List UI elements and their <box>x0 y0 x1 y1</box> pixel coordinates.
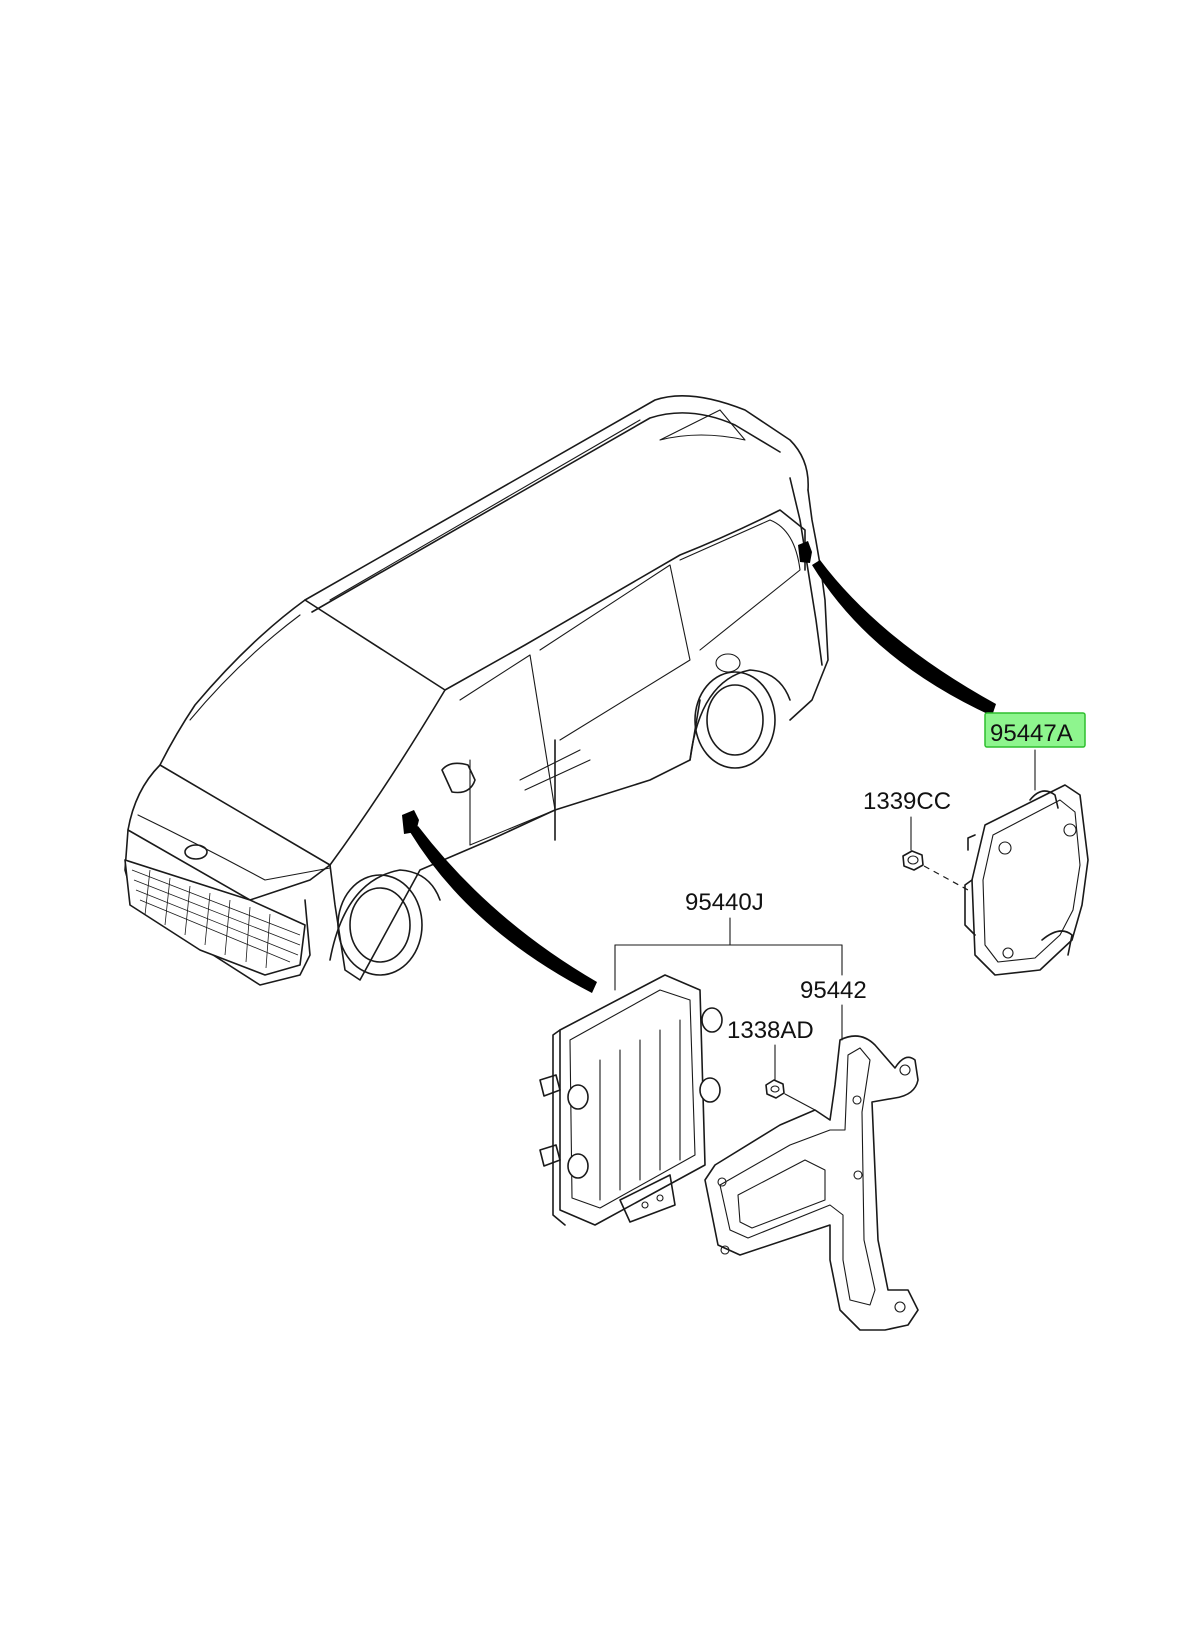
part-1338AD-illustration <box>765 1079 785 1099</box>
front-wheel <box>329 869 441 976</box>
part-1339CC-illustration <box>902 850 924 871</box>
label-95440J[interactable]: 95440J <box>685 889 764 916</box>
front-grille <box>124 859 306 976</box>
emblem <box>184 844 208 860</box>
callout-95440J <box>614 917 843 991</box>
highlight-95447A <box>984 712 1086 748</box>
sensor-front-location <box>402 810 419 834</box>
rear-wheel <box>689 669 791 769</box>
leader-wedge-front <box>410 826 597 993</box>
vehicle-illustration <box>124 395 829 986</box>
label-1338AD[interactable]: 1338AD <box>727 1017 814 1044</box>
part-95447A-illustration <box>964 784 1089 976</box>
leader-wedge-rear <box>812 560 996 716</box>
ecu-module-illustration <box>539 974 723 1226</box>
part-95442-bracket-illustration <box>704 1035 919 1331</box>
label-95442[interactable]: 95442 <box>800 977 867 1004</box>
label-1339CC[interactable]: 1339CC <box>863 788 951 815</box>
label-95447A[interactable]: 95447A <box>990 720 1073 747</box>
sensor-rear-location <box>798 541 812 563</box>
